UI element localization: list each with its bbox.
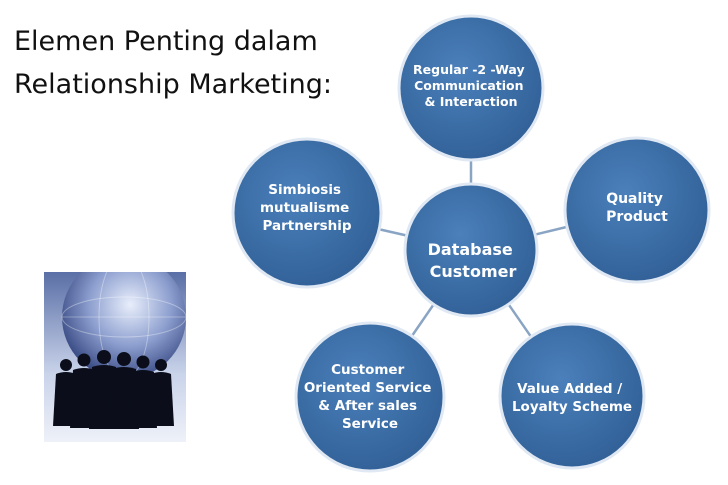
node-communication-line-2: Communication (414, 78, 524, 93)
business-people-silhouettes (53, 350, 174, 429)
connectors (378, 160, 568, 338)
svg-text:Simbiosis mutualisme: Simbiosis mutualisme Partnership (260, 182, 354, 234)
business-people-globe-image (44, 272, 186, 442)
svg-text:Regular -2 -Way Communic: Regular -2 -Way Communication & Interact… (413, 62, 529, 109)
node-value-line-1: Value Added / (517, 381, 622, 397)
node-quality-line-1: Quality (606, 191, 663, 207)
node-value-added: Value Added / Loyalty Scheme (498, 322, 646, 470)
node-value-line-2: Loyalty Scheme (512, 399, 632, 415)
node-communication: Regular -2 -Way Communication & Interact… (397, 14, 545, 162)
svg-text:Value Added / Loyalty Sc: Value Added / Loyalty Scheme (512, 381, 632, 415)
connector-line-3 (507, 303, 533, 338)
node-service-line-4: Service (342, 416, 398, 432)
connector-line-2 (534, 225, 568, 236)
node-simbiosis-line-3: Partnership (262, 218, 351, 234)
title-line-2: Relationship Marketing: (14, 69, 332, 100)
node-service-line-1: Customer (331, 362, 405, 378)
node-communication-line-1: Regular -2 -Way (413, 62, 525, 77)
svg-text:Quality Product: Quality Product (606, 191, 668, 225)
center-line-2: Customer (430, 262, 517, 281)
node-service-line-2: Oriented Service (304, 380, 432, 396)
node-simbiosis-line-2: mutualisme (260, 200, 349, 216)
node-quality: Quality Product (563, 136, 711, 284)
node-communication-line-3: & Interaction (424, 94, 517, 109)
svg-text:Customer Oriented Servic: Customer Oriented Service & After sales … (304, 362, 436, 432)
slide-title: Elemen Penting dalam Relationship Market… (14, 20, 374, 106)
title-line-1: Elemen Penting dalam (14, 26, 318, 57)
node-service-line-3: & After sales (318, 398, 417, 414)
connector-line-4 (410, 303, 435, 337)
globe-icon (61, 272, 186, 380)
node-customer-service: Customer Oriented Service & After sales … (294, 321, 446, 473)
node-simbiosis: Simbiosis mutualisme Partnership (231, 137, 383, 289)
node-database-customer: Database Customer (403, 182, 539, 318)
center-line-1: Database (428, 240, 513, 259)
svg-text:Database Customer: Database Customer (428, 240, 519, 281)
node-quality-line-2: Product (606, 209, 668, 225)
node-simbiosis-line-1: Simbiosis (268, 182, 341, 198)
connector-line-5 (378, 228, 407, 237)
